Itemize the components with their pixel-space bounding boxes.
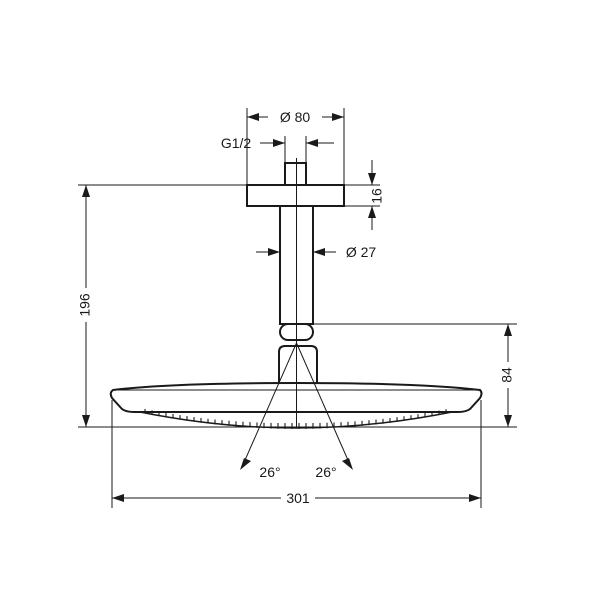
swivel-left-label: 26° — [259, 464, 280, 480]
nozzle-pattern — [144, 409, 447, 429]
total-height-label: 196 — [77, 293, 93, 317]
pipe-diameter-label: Ø 27 — [346, 244, 377, 260]
dim-head-width: 301 — [111, 400, 482, 508]
dim-thread: G1/2 — [221, 135, 334, 163]
thread-stub — [284, 162, 307, 186]
dim-total-height: 196 — [77, 185, 95, 427]
reference-lines — [78, 158, 517, 428]
dim-swivel-angle: 26° 26° — [240, 342, 353, 480]
dim-head-height: 84 — [499, 324, 517, 427]
ceiling-flange — [246, 184, 345, 207]
dim-flange-height: 16 — [368, 160, 385, 230]
flange-diameter-label: Ø 80 — [280, 109, 311, 125]
swivel-right-label: 26° — [315, 464, 336, 480]
flange-height-label: 16 — [369, 188, 385, 204]
thread-label: G1/2 — [221, 135, 252, 151]
dim-flange-diameter: Ø 80 — [246, 108, 345, 185]
dim-pipe-diameter: Ø 27 — [256, 244, 376, 260]
head-height-label: 84 — [499, 367, 515, 383]
head-width-label: 301 — [286, 490, 310, 506]
ball-joint — [278, 345, 318, 385]
